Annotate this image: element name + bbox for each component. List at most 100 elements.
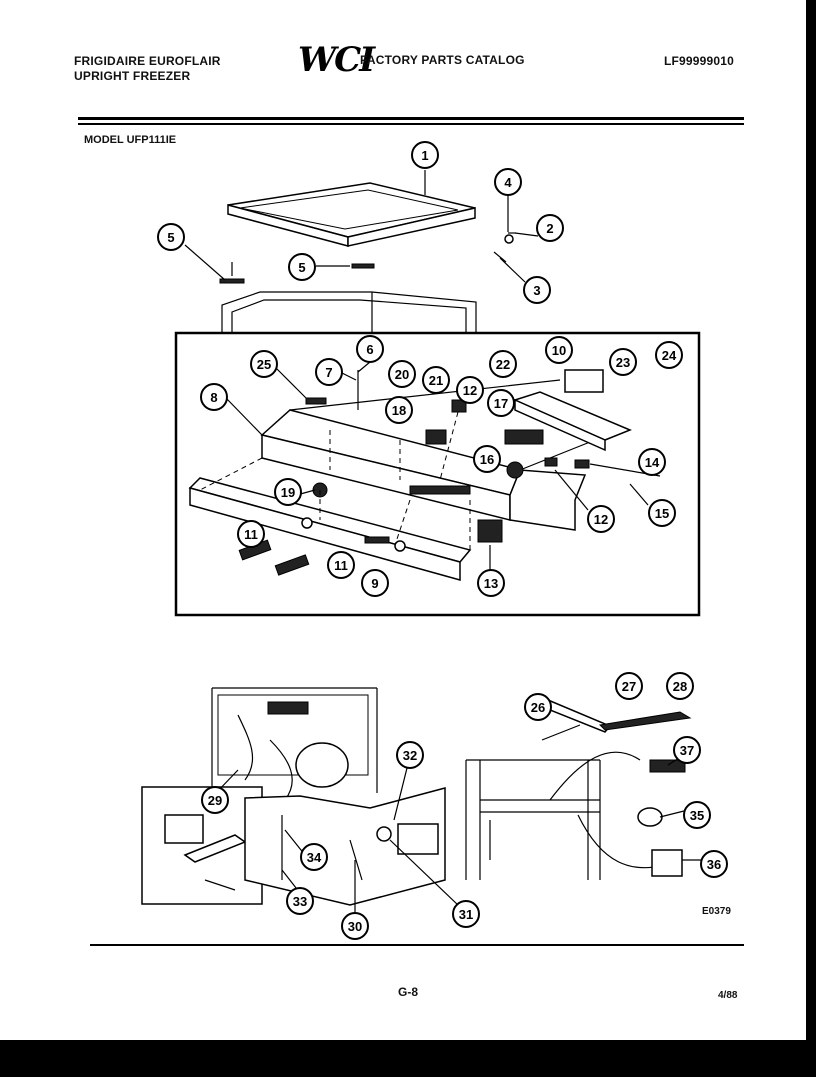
svg-text:24: 24 xyxy=(662,348,677,363)
svg-text:35: 35 xyxy=(690,808,704,823)
svg-text:16: 16 xyxy=(480,452,494,467)
svg-text:7: 7 xyxy=(325,365,332,380)
svg-text:5: 5 xyxy=(167,230,174,245)
indicator-light xyxy=(451,399,467,413)
svg-text:12: 12 xyxy=(594,512,608,527)
knob-assembly-right xyxy=(274,554,310,576)
callout-2: 2 xyxy=(536,214,564,242)
callout-4: 4 xyxy=(494,168,522,196)
svg-text:4: 4 xyxy=(504,175,512,190)
nameplate xyxy=(477,519,503,543)
callout-26: 26 xyxy=(524,693,552,721)
catalog-number: LF99999010 xyxy=(664,54,735,68)
model-label: MODEL UFP111IE xyxy=(84,134,177,146)
callout-18: 18 xyxy=(385,396,413,424)
svg-text:34: 34 xyxy=(307,850,322,865)
callout-15: 15 xyxy=(648,499,676,527)
svg-text:20: 20 xyxy=(395,367,409,382)
clip xyxy=(305,397,327,405)
svg-text:18: 18 xyxy=(392,403,406,418)
svg-text:11: 11 xyxy=(244,527,258,542)
callout-28: 28 xyxy=(666,672,694,700)
callout-23: 23 xyxy=(609,348,637,376)
callout-11b: 11 xyxy=(327,551,355,579)
brand-line-2: UPRIGHT FREEZER xyxy=(74,69,191,83)
callout-36: 36 xyxy=(700,850,728,878)
callout-12a: 12 xyxy=(456,376,484,404)
brand-line-1: FRIGIDAIRE EUROFLAIR xyxy=(74,54,221,68)
header-rule-top xyxy=(78,117,744,120)
exploded-parts-diagram: 1 2 3 4 5 5 6 7 8 9 10 11 11 12 12 13 14… xyxy=(141,141,728,940)
callout-16: 16 xyxy=(473,445,501,473)
callout-31: 31 xyxy=(452,900,480,928)
callout-29: 29 xyxy=(201,786,229,814)
callout-25: 25 xyxy=(250,350,278,378)
svg-text:31: 31 xyxy=(459,907,473,922)
callout-27: 27 xyxy=(615,672,643,700)
svg-text:1: 1 xyxy=(421,148,428,163)
callout-32: 32 xyxy=(396,741,424,769)
callout-19: 19 xyxy=(274,478,302,506)
callout-13: 13 xyxy=(477,569,505,597)
compressor-compartment xyxy=(141,687,446,906)
svg-text:22: 22 xyxy=(496,357,510,372)
callout-12b: 12 xyxy=(587,505,615,533)
svg-text:21: 21 xyxy=(429,373,443,388)
svg-text:37: 37 xyxy=(680,743,694,758)
front-panel xyxy=(188,477,472,581)
svg-text:8: 8 xyxy=(210,390,217,405)
svg-text:10: 10 xyxy=(552,343,566,358)
callout-5a: 5 xyxy=(157,223,185,251)
top-cover xyxy=(227,182,476,247)
hinge-plate-left xyxy=(219,278,245,284)
callout-22: 22 xyxy=(489,350,517,378)
svg-text:26: 26 xyxy=(531,700,545,715)
control-housing xyxy=(260,379,621,531)
assembly-guides xyxy=(199,411,471,550)
svg-text:6: 6 xyxy=(366,342,373,357)
svg-text:25: 25 xyxy=(257,357,271,372)
cabinet-top xyxy=(221,291,477,333)
svg-text:30: 30 xyxy=(348,919,362,934)
hinge-plate-right xyxy=(351,263,375,269)
header-rule-bottom xyxy=(78,123,744,125)
svg-text:36: 36 xyxy=(707,857,721,872)
connector xyxy=(544,457,558,467)
svg-text:28: 28 xyxy=(673,679,687,694)
callout-17: 17 xyxy=(487,389,515,417)
callout-9: 9 xyxy=(361,569,389,597)
svg-text:32: 32 xyxy=(403,748,417,763)
callout-37: 37 xyxy=(673,736,701,764)
callout-34: 34 xyxy=(300,843,328,871)
svg-text:12: 12 xyxy=(463,383,477,398)
callout-24: 24 xyxy=(655,341,683,369)
callout-6: 6 xyxy=(356,335,384,363)
callout-8: 8 xyxy=(200,383,228,411)
callout-11a: 11 xyxy=(237,520,265,548)
rear-bracket xyxy=(512,391,632,452)
callout-1: 1 xyxy=(411,141,439,169)
callout-7: 7 xyxy=(315,358,343,386)
callout-3: 3 xyxy=(523,276,551,304)
svg-text:29: 29 xyxy=(208,793,222,808)
svg-text:15: 15 xyxy=(655,506,669,521)
page-number: G-8 xyxy=(398,985,419,999)
svg-text:23: 23 xyxy=(616,355,630,370)
callout-33: 33 xyxy=(286,887,314,915)
diagram-code: E0379 xyxy=(702,906,731,917)
relay-box xyxy=(564,369,604,393)
svg-text:17: 17 xyxy=(494,396,508,411)
callout-35: 35 xyxy=(683,801,711,829)
callout-group: 1 2 3 4 5 5 6 7 8 9 10 11 11 12 12 13 14… xyxy=(157,141,728,940)
revision-date: 4/88 xyxy=(718,990,738,1001)
callout-14: 14 xyxy=(638,448,666,476)
callout-20: 20 xyxy=(388,360,416,388)
callout-30: 30 xyxy=(341,912,369,940)
knob-small xyxy=(506,461,524,479)
footer-rule xyxy=(90,944,744,946)
switch xyxy=(574,459,590,469)
svg-text:14: 14 xyxy=(645,455,660,470)
parts-catalog-page: FRIGIDAIRE EUROFLAIR UPRIGHT FREEZER WCI… xyxy=(0,0,806,1040)
svg-text:5: 5 xyxy=(298,260,305,275)
svg-text:11: 11 xyxy=(334,558,348,573)
